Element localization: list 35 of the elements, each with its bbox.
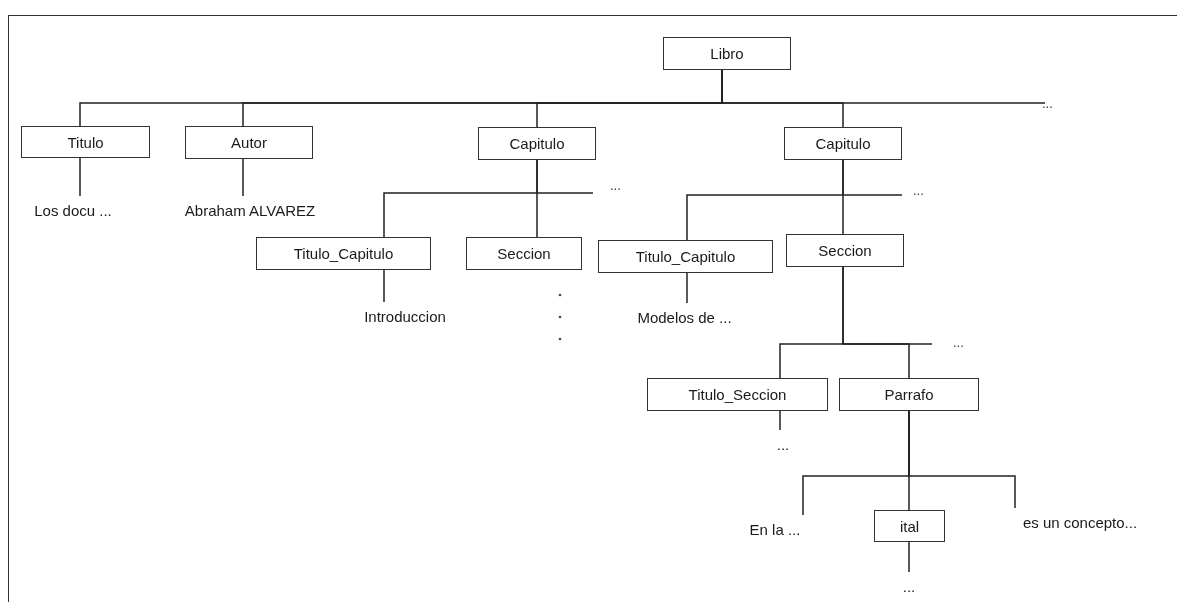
connector-line [721,69,844,128]
element-box: Capitulo [784,127,902,160]
element-box: Capitulo [478,127,596,160]
text-value: Modelos de ... [612,303,757,333]
connector-line [242,158,244,197]
text-value: es un concepto... [1005,508,1155,538]
ellipsis-text: ... [610,178,621,193]
connector-line [842,266,910,379]
connector-line [686,272,688,304]
element-box: Autor [185,126,313,159]
element-box: Titulo_Capitulo [256,237,431,270]
text-value: Abraham ALVAREZ [155,196,345,226]
connector-line [908,410,1016,509]
text-value: ... [894,572,924,598]
ellipsis-text: ... [913,183,924,198]
element-box: Titulo_Capitulo [598,240,773,273]
ellipsis-text: ... [953,335,964,350]
text-value: Introduccion [345,302,465,332]
ellipsis-text: ... [1042,96,1053,111]
text-value: ... [765,430,801,456]
element-box: Seccion [466,237,582,270]
connector-line [536,159,538,238]
connector-line [908,541,910,573]
text-value: Los docu ... [18,196,128,226]
connector-line [79,157,81,197]
connector-line [842,159,844,235]
element-box: Seccion [786,234,904,267]
text-value: En la ... [735,515,815,545]
element-box: Parrafo [839,378,979,411]
element-box: ital [874,510,945,542]
connector-line [383,269,385,303]
element-box: Titulo_Seccion [647,378,828,411]
element-box: Titulo [21,126,150,158]
element-box: Libro [663,37,791,70]
connector-line [779,410,781,431]
